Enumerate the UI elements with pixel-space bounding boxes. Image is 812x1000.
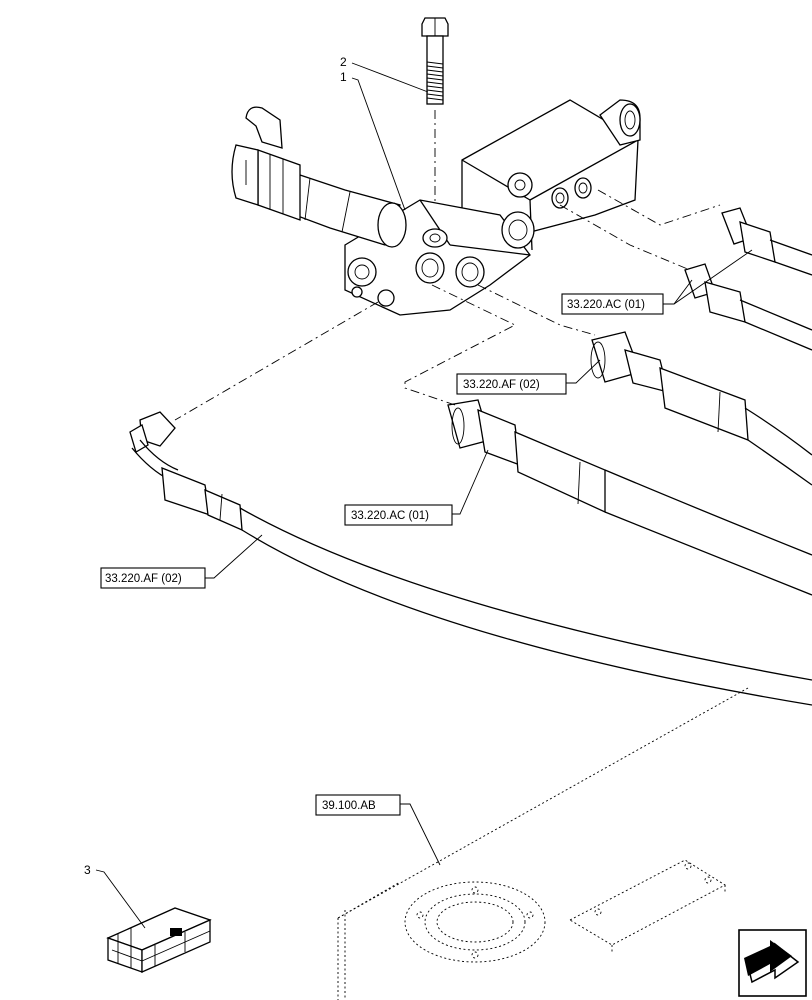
ref-label-text: 33.220.AC (01) (351, 510, 429, 522)
ref-label-text: 33.220.AF (02) (463, 379, 540, 391)
hose-af-middle (590, 331, 812, 486)
hose-ac-upper (684, 207, 812, 351)
ref-label-text: 33.220.AF (02) (105, 573, 182, 585)
connection-lines (174, 189, 721, 421)
ref-label-text: 39.100.AB (322, 800, 376, 812)
valve-assembly (231, 99, 641, 316)
hose-ac-middle (447, 399, 812, 596)
hose-af-lower (129, 411, 812, 706)
item-number-2: 2 (340, 55, 347, 69)
item-number-3: 3 (84, 863, 91, 877)
ref-label-af-middle[interactable]: 33.220.AF (02) (456, 373, 567, 395)
ref-label-tank[interactable]: 39.100.AB (315, 794, 401, 816)
leader-lines (95, 62, 753, 929)
item-number-1: 1 (340, 70, 347, 84)
bolt (421, 17, 449, 225)
ref-label-ac-middle[interactable]: 33.220.AC (01) (344, 504, 453, 526)
kit-box (106, 907, 212, 973)
tank (337, 687, 749, 1000)
ref-label-ac-upper[interactable]: 33.220.AC (01) (561, 293, 664, 315)
ref-label-text: 33.220.AC (01) (567, 299, 645, 311)
ref-label-af-lower[interactable]: 33.220.AF (02) (100, 567, 206, 589)
next-page-arrow-icon[interactable] (738, 929, 807, 997)
